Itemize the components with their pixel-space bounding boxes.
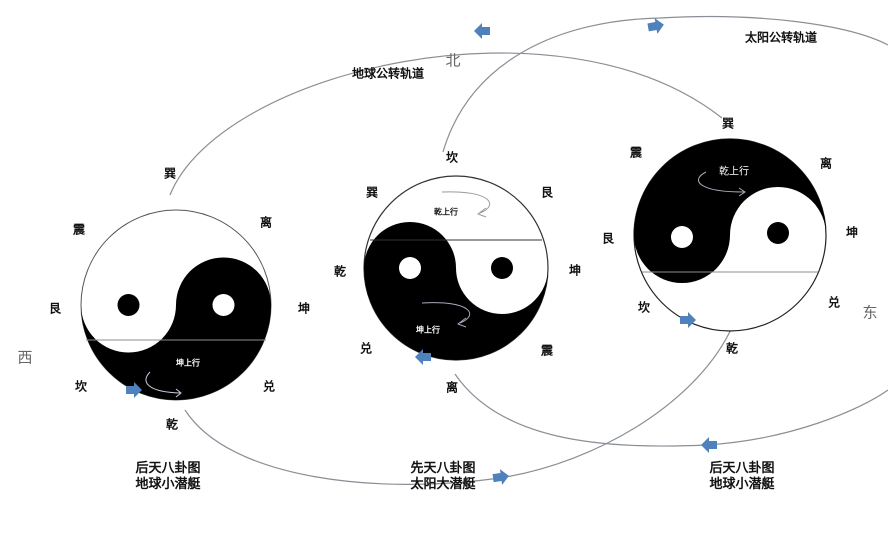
middle-caption: 先天八卦图 太阳大潜艇	[410, 461, 476, 492]
motion-label: 坤上行	[176, 358, 200, 368]
trigram-label: 乾	[725, 341, 739, 356]
trigram-label: 坎	[74, 379, 88, 394]
orbit-arrow-left-icon	[474, 23, 490, 39]
trigram-label: 坤	[297, 301, 311, 316]
direction-west: 西	[17, 348, 33, 367]
earth-orbit-label: 地球公转轨道	[351, 66, 425, 81]
yin-yang-middle	[363, 175, 549, 361]
direction-north: 北	[445, 51, 461, 70]
orbit-arrow-right-icon	[491, 467, 511, 487]
sun-orbit-label: 太阳公转轨道	[744, 30, 818, 45]
trigram-label: 离	[259, 215, 273, 230]
motion-label-bottom: 坤上行	[416, 325, 440, 335]
trigram-label: 乾	[165, 417, 179, 432]
motion-label-top: 乾上行	[434, 207, 458, 217]
trigram-label: 震	[629, 145, 643, 160]
trigram-label: 震	[72, 222, 86, 237]
orbit-arrow-left-icon	[701, 437, 717, 453]
trigram-label: 离	[819, 156, 833, 171]
trigram-label: 巽	[163, 166, 177, 181]
trigram-label: 坎	[445, 150, 459, 165]
motion-label: 乾上行	[719, 166, 749, 178]
trigram-label: 巽	[721, 116, 735, 131]
trigram-label: 乾	[333, 264, 347, 279]
left-caption: 后天八卦图 地球小潜艇	[135, 461, 201, 492]
direction-east: 东	[862, 303, 878, 322]
orbit-bottom-right	[454, 373, 888, 447]
trigram-label: 兑	[262, 379, 276, 394]
trigram-label: 震	[540, 343, 554, 358]
trigram-label: 艮	[601, 231, 615, 246]
trigram-label: 巽	[365, 185, 379, 200]
trigram-label: 离	[445, 380, 459, 395]
trigram-label: 艮	[48, 301, 62, 316]
right-caption: 后天八卦图 地球小潜艇	[709, 461, 775, 492]
trigram-label: 兑	[827, 295, 841, 310]
trigram-label: 艮	[540, 185, 554, 200]
trigram-label: 坤	[845, 225, 859, 240]
orbit-arrow-right-icon	[646, 16, 666, 36]
trigram-label: 坤	[568, 263, 582, 278]
trigram-label: 兑	[359, 341, 373, 356]
trigram-label: 坎	[637, 300, 651, 315]
sun-orbit-top	[442, 15, 888, 153]
yin-yang-left	[80, 209, 272, 401]
earth-orbit-top	[169, 52, 723, 196]
yin-yang-right	[633, 138, 827, 332]
